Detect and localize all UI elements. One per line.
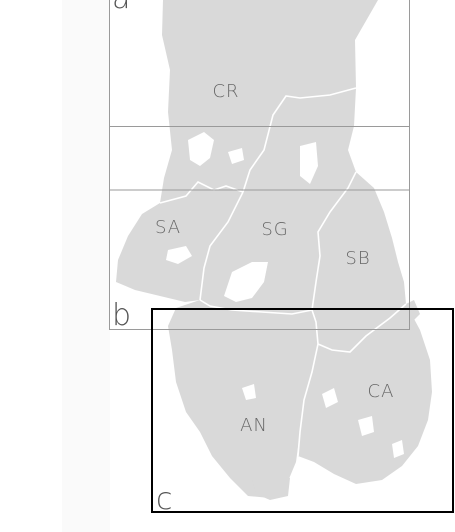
region-label-an: AN <box>240 415 268 436</box>
border-sb-ca <box>317 303 407 353</box>
panel-frames <box>109 0 410 330</box>
panel-a-frame <box>109 0 410 191</box>
border-cr-sg <box>242 87 357 193</box>
background-strip <box>62 0 110 532</box>
border-sg-an <box>199 299 313 315</box>
lake-cr-3 <box>300 142 318 184</box>
land-masses <box>116 0 432 500</box>
region-borders <box>159 87 407 457</box>
region-label-sb: SB <box>345 248 370 269</box>
border-sa-sg <box>199 191 244 301</box>
lakes <box>166 132 404 458</box>
lake-an-1 <box>242 384 256 400</box>
panel-letter-b: b <box>112 298 131 333</box>
panel-letter-c: c <box>156 482 173 517</box>
region-shape-cr <box>160 0 378 203</box>
border-cr-sa <box>159 181 244 204</box>
region-label-sa: SA <box>155 217 181 238</box>
region-shape-sb <box>312 172 406 352</box>
lake-sa-1 <box>166 246 192 264</box>
lake-cr-1 <box>188 132 214 166</box>
border-an-ca <box>297 309 319 457</box>
region-label-cr: CR <box>212 81 239 102</box>
region-shape-an <box>168 300 318 498</box>
region-label-sg: SG <box>261 219 288 240</box>
panel-letter-a: a <box>112 0 130 16</box>
region-shape-sg <box>200 88 356 314</box>
panel-b-frame <box>109 126 410 330</box>
region-label-ca: CA <box>368 381 395 402</box>
panel-c-frame <box>151 308 454 513</box>
border-sg-sb <box>311 171 357 311</box>
lake-ca-3 <box>392 440 404 458</box>
lake-cr-2 <box>228 148 244 164</box>
region-shape-sa <box>116 182 243 302</box>
lake-sg-1 <box>224 262 268 302</box>
lake-ca-1 <box>322 388 338 408</box>
region-shape-ca <box>298 304 432 484</box>
southern-island <box>252 470 290 500</box>
lake-ca-2 <box>358 416 374 436</box>
